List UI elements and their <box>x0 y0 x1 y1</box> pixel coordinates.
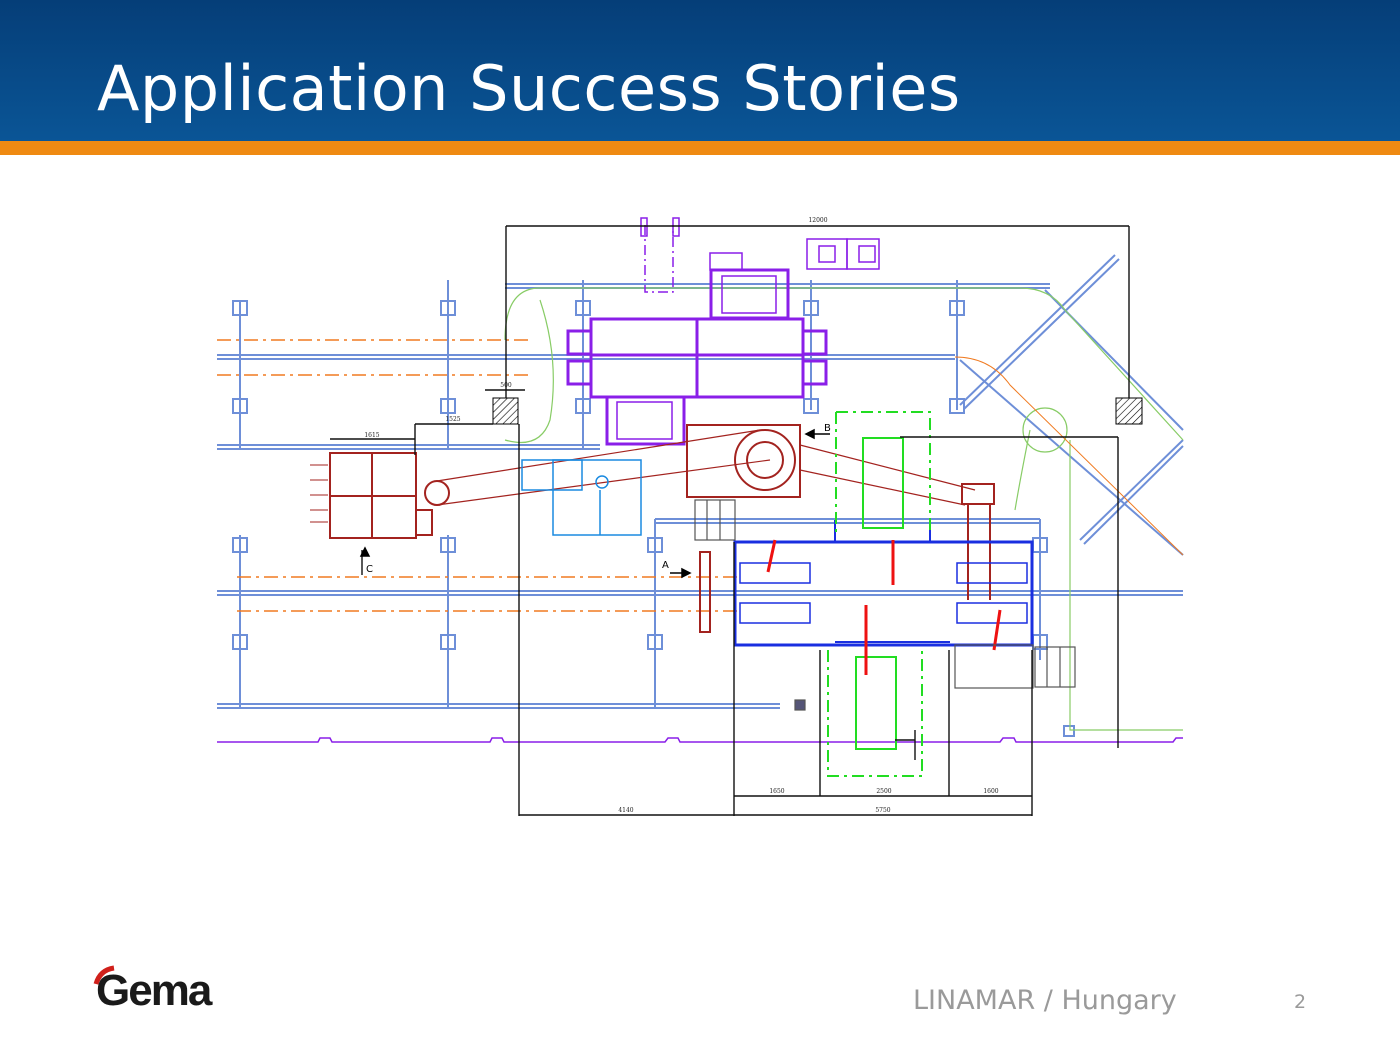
conveyor-posts <box>232 280 1075 737</box>
column-right <box>1115 397 1143 425</box>
green-units <box>827 411 931 777</box>
green-path <box>504 287 1184 731</box>
view-label-b: B <box>824 423 831 434</box>
dimension-lines <box>330 225 1130 816</box>
column-left <box>492 397 519 425</box>
powder-unit <box>521 459 642 536</box>
view-label-a: A <box>662 560 669 571</box>
dim-5750: 5750 <box>875 807 890 814</box>
dim-1600: 1600 <box>983 788 998 795</box>
dim-12000: 12000 <box>808 217 827 224</box>
page-number: 2 <box>1294 991 1307 1013</box>
view-label-c: C <box>366 564 373 575</box>
dim-4140: 4140 <box>618 807 633 814</box>
slide-header <box>0 0 1400 141</box>
dim-1525: 1525 <box>445 416 460 423</box>
robot-arms <box>766 539 1002 675</box>
conveyor-rails <box>217 254 1184 709</box>
slide-title: Application Success Stories <box>97 52 961 125</box>
gema-logo: Gema <box>96 966 212 1015</box>
gema-logo-arc-icon <box>93 965 115 985</box>
dim-1650: 1650 <box>769 788 784 795</box>
oven-arrows <box>310 464 328 523</box>
header-accent-stripe <box>0 141 1400 155</box>
robot-cell <box>733 520 1034 647</box>
dim-1615: 1615 <box>364 432 379 439</box>
view-arrows <box>359 428 830 579</box>
platforms <box>694 499 1076 711</box>
footer-caption: LINAMAR / Hungary <box>913 985 1177 1016</box>
orange-conveyor <box>217 339 1184 612</box>
oven <box>310 424 995 633</box>
dim-500: 500 <box>500 382 512 389</box>
dim-2500: 2500 <box>876 788 891 795</box>
powder-booth <box>217 217 1183 743</box>
